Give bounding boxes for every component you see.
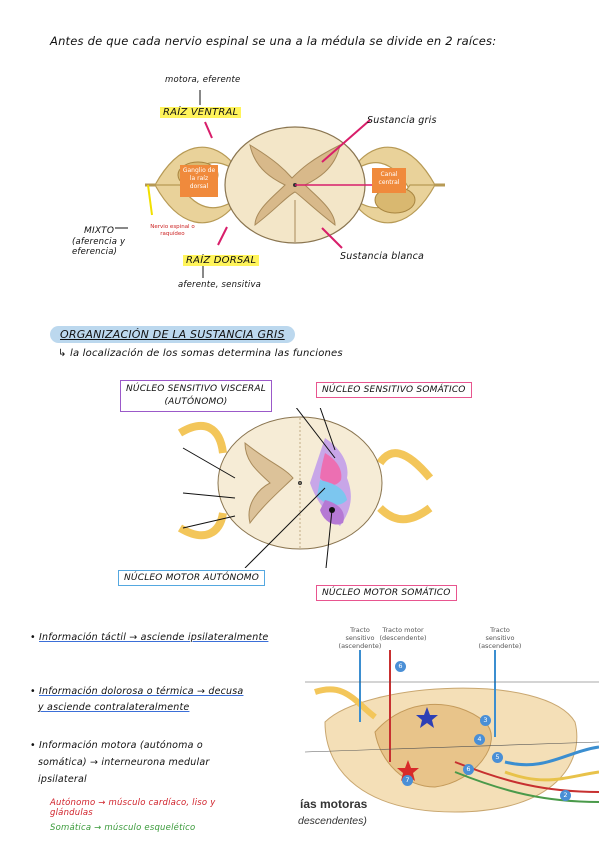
return-arrow-icon: ↳ [58,348,67,359]
somatica-line: Somática → músculo esquelético [50,823,196,833]
mixto-sub-label: (aferencia y eferencia) [72,237,126,257]
descendentes-label: descendentes) [298,815,367,827]
section-title: ORGANIZACIÓN DE LA SUSTANCIA GRIS [50,326,295,343]
marker-5: 5 [492,752,503,763]
ganglio-label: Ganglio de la raíz dorsal [180,165,218,197]
sustancia-blanca-label: Sustancia blanca [340,251,425,262]
gray-matter-figure [177,408,434,568]
nucleo-sensitivo-somatico-box: NÚCLEO SENSITIVO SOMÁTICO [316,382,472,398]
marker-4: 4 [474,734,485,745]
nucleo-motor-autonomo-box: NÚCLEO MOTOR AUTÓNOMO [118,570,265,586]
bullet-dolorosa: • Información dolorosa o térmica → decus… [30,686,244,713]
mixto-label: MIXTO [84,226,115,236]
bullet-motora: • Información motora (autónoma o somátic… [30,740,210,785]
aferente-sensitiva-label: aferente, sensitiva [178,280,262,290]
tracto-motor-label: Tracto motor (descendente) [379,626,427,642]
marker-2: 2 [560,790,571,801]
spinal-roots-figure [115,90,445,278]
nucleo-motor-somatico-box: NÚCLEO MOTOR SOMÁTICO [316,585,457,601]
tracts-figure [305,612,599,827]
nervio-espinal-label: Nervio espinal o raquídeo [150,224,195,237]
marker-7: 7 [402,775,413,786]
section-subtitle: ↳ la localización de los somas determina… [58,348,343,359]
tracto-sensitivo-1-label: Tracto sensitivo (ascendente) [338,626,382,650]
marker-6-low: 6 [463,764,474,775]
marker-6-top: 6 [395,661,406,672]
tracto-sensitivo-2-label: Tracto sensitivo (ascendente) [478,626,522,650]
vias-motoras-label: ías motoras [300,797,368,811]
raiz-dorsal-label: RAÍZ DORSAL [183,255,260,266]
nucleo-sensitivo-visceral-box: NÚCLEO SENSITIVO VISCERAL (AUTÓNOMO) [120,380,272,412]
marker-3: 3 [480,715,491,726]
raiz-ventral-label: RAÍZ VENTRAL [160,107,242,118]
sustancia-gris-label: Sustancia gris [367,115,437,126]
intro-text: Antes de que cada nervio espinal se una … [50,34,497,48]
canal-central-label: Canal central [372,168,406,193]
bullet-tactil: • Información táctil → asciende ipsilate… [30,632,269,643]
motora-eferente-label: motora, eferente [165,75,241,85]
autonomo-line: Autónomo → músculo cardíaco, liso y glán… [50,798,216,818]
